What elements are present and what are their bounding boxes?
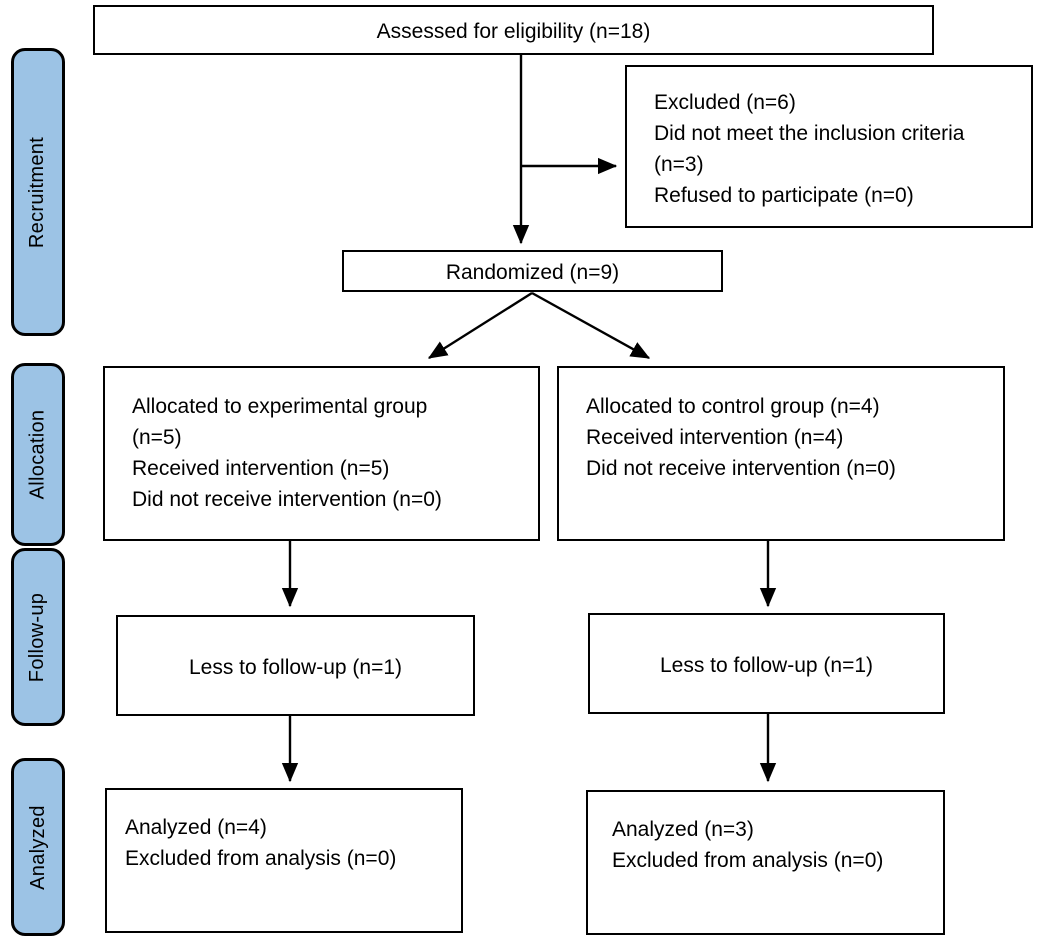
box-allocated-control-line-1: Allocated to control group (n=4) bbox=[586, 395, 880, 418]
box-excluded-line-1: Excluded (n=6) bbox=[654, 91, 796, 114]
stage-pill-recruitment: Recruitment bbox=[11, 48, 65, 336]
box-allocated-experimental-line-2: (n=5) bbox=[132, 426, 182, 449]
box-allocated-experimental-line-4: Did not receive intervention (n=0) bbox=[132, 488, 442, 511]
box-excluded-line-4: Refused to participate (n=0) bbox=[654, 184, 914, 207]
box-analyzed-experimental: Analyzed (n=4) Excluded from analysis (n… bbox=[105, 788, 463, 933]
box-allocated-control-text: Allocated to control group (n=4) Receive… bbox=[559, 391, 1003, 484]
box-analyzed-experimental-line-2: Excluded from analysis (n=0) bbox=[125, 847, 397, 870]
box-allocated-experimental-text: Allocated to experimental group (n=5) Re… bbox=[105, 391, 538, 515]
box-followup-control-line-1: Less to follow-up (n=1) bbox=[659, 654, 874, 677]
stage-pill-follow-up: Follow-up bbox=[11, 548, 65, 726]
box-analyzed-control: Analyzed (n=3) Excluded from analysis (n… bbox=[586, 790, 945, 935]
box-assessed-for-eligibility: Assessed for eligibility (n=18) bbox=[93, 5, 934, 55]
stage-pill-analyzed: Analyzed bbox=[11, 758, 65, 936]
box-excluded: Excluded (n=6) Did not meet the inclusio… bbox=[625, 65, 1033, 228]
box-excluded-line-2: Did not meet the inclusion criteria bbox=[654, 122, 965, 145]
box-followup-experimental: Less to follow-up (n=1) bbox=[116, 615, 475, 716]
box-followup-control-text: Less to follow-up (n=1) bbox=[590, 650, 943, 681]
box-assessed-line-1: Assessed for eligibility (n=18) bbox=[376, 20, 651, 43]
box-allocated-control-line-3: Did not receive intervention (n=0) bbox=[586, 457, 896, 480]
box-analyzed-control-text: Analyzed (n=3) Excluded from analysis (n… bbox=[588, 814, 943, 876]
box-followup-experimental-text: Less to follow-up (n=1) bbox=[118, 652, 473, 683]
box-assessed-text: Assessed for eligibility (n=18) bbox=[95, 16, 932, 47]
stage-pill-allocation: Allocation bbox=[11, 363, 65, 546]
box-randomized: Randomized (n=9) bbox=[342, 250, 723, 292]
box-excluded-text: Excluded (n=6) Did not meet the inclusio… bbox=[627, 87, 1031, 211]
box-randomized-line-1: Randomized (n=9) bbox=[445, 261, 620, 284]
box-allocated-experimental-line-1: Allocated to experimental group bbox=[132, 395, 428, 418]
box-allocated-control: Allocated to control group (n=4) Receive… bbox=[557, 366, 1005, 541]
box-allocated-control-line-2: Received intervention (n=4) bbox=[586, 426, 844, 449]
box-analyzed-control-line-2: Excluded from analysis (n=0) bbox=[612, 849, 884, 872]
box-analyzed-control-line-1: Analyzed (n=3) bbox=[612, 818, 754, 841]
box-analyzed-experimental-text: Analyzed (n=4) Excluded from analysis (n… bbox=[107, 812, 461, 874]
box-analyzed-experimental-line-1: Analyzed (n=4) bbox=[125, 816, 267, 839]
box-followup-control: Less to follow-up (n=1) bbox=[588, 613, 945, 714]
box-excluded-line-3: (n=3) bbox=[654, 153, 704, 176]
box-allocated-experimental: Allocated to experimental group (n=5) Re… bbox=[103, 366, 540, 541]
arrow-randomized-to-experimental bbox=[427, 291, 533, 360]
box-randomized-text: Randomized (n=9) bbox=[344, 257, 721, 288]
box-allocated-experimental-line-3: Received intervention (n=5) bbox=[132, 457, 390, 480]
arrow-randomized-to-control bbox=[531, 291, 651, 360]
box-followup-experimental-line-1: Less to follow-up (n=1) bbox=[188, 656, 403, 679]
